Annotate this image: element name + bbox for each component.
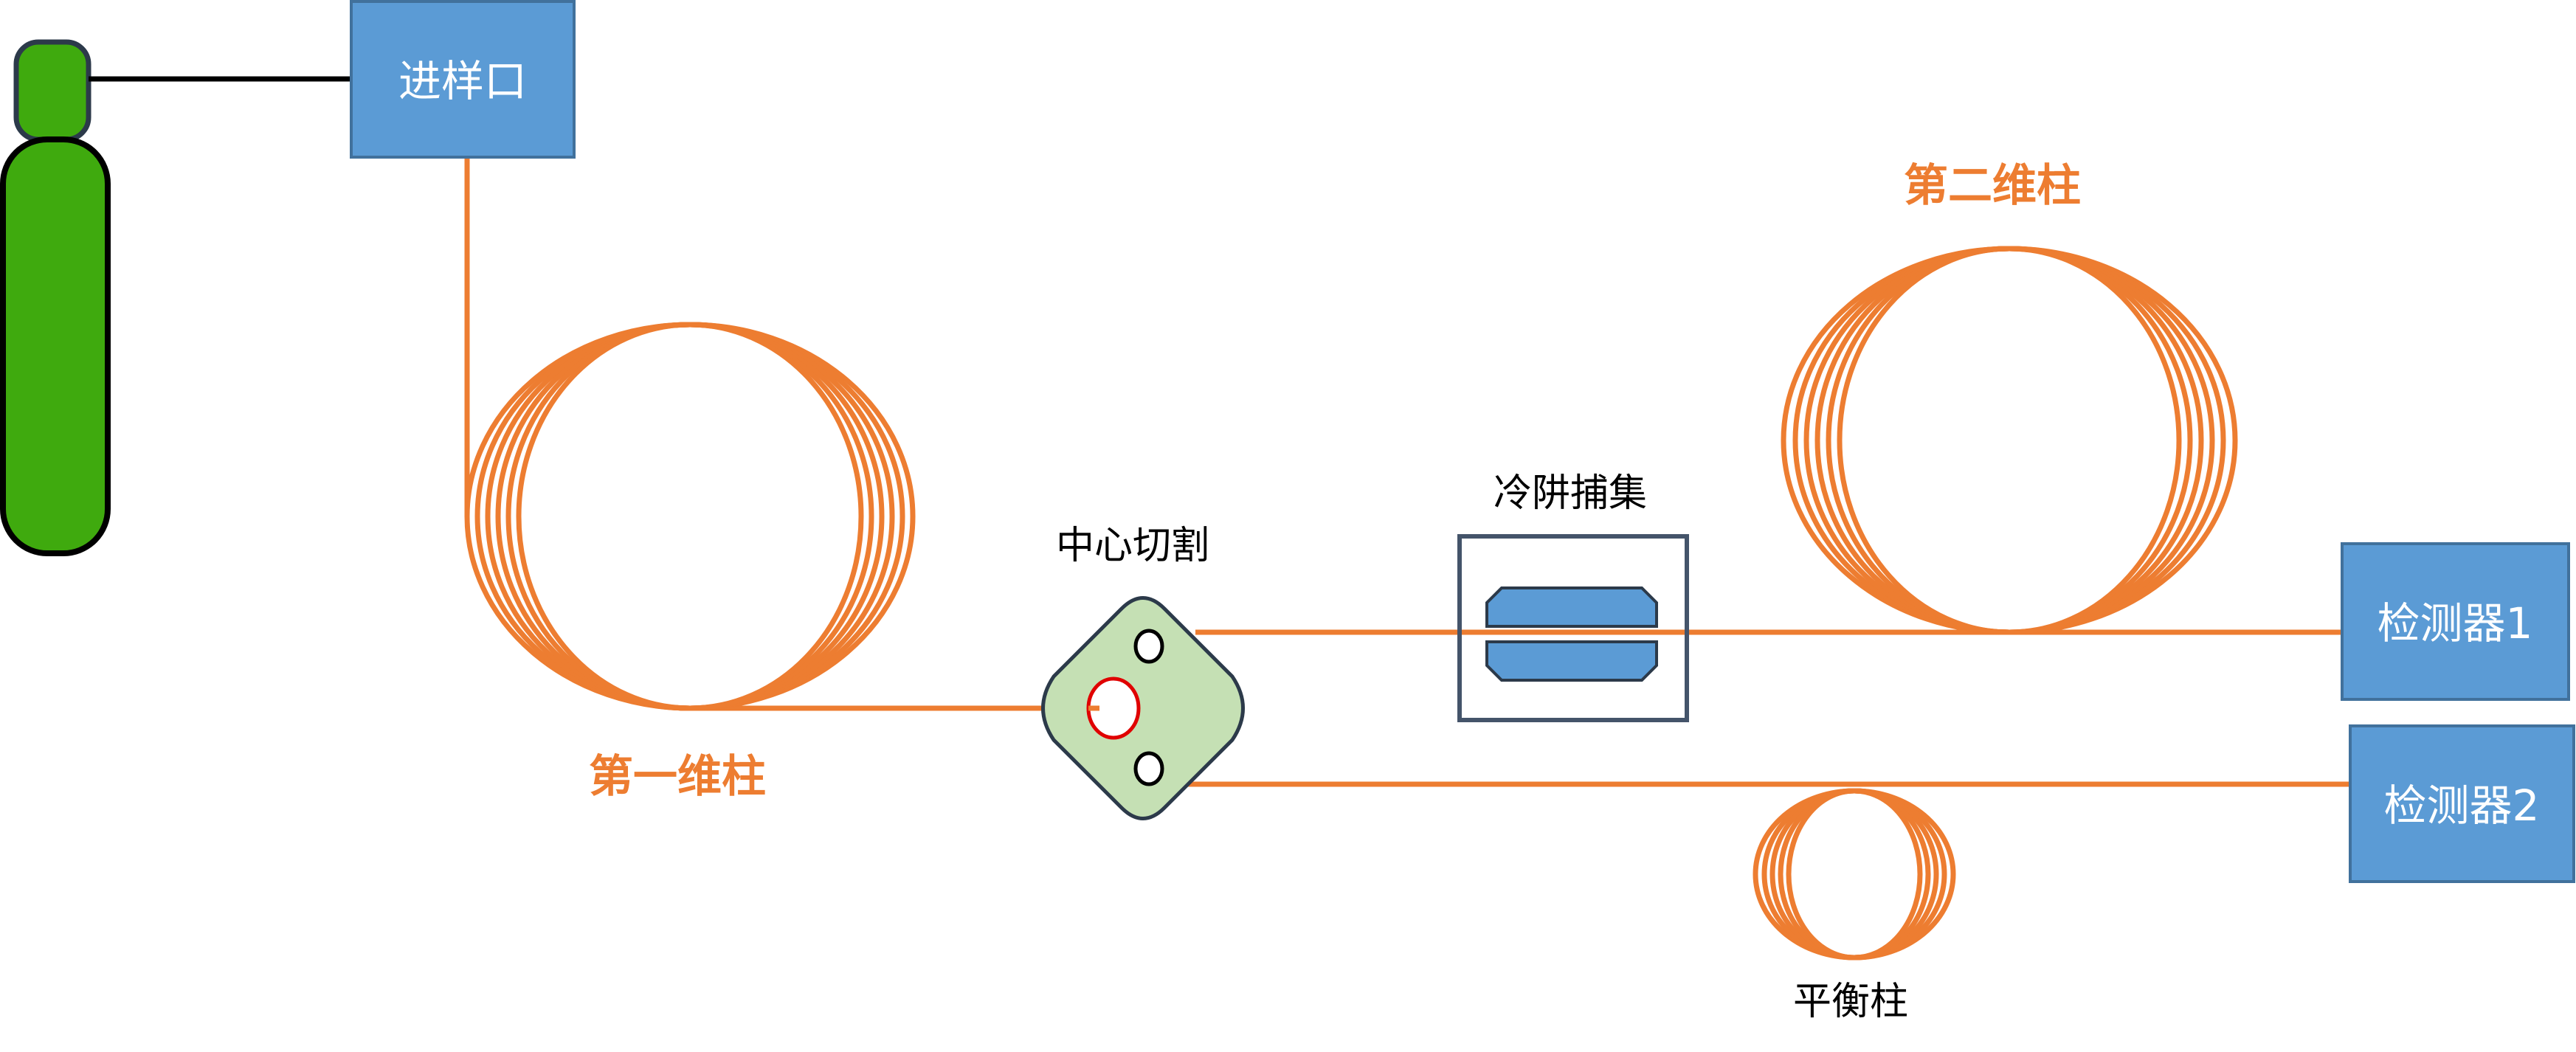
cold-trap-label: 冷阱捕集	[1494, 471, 1647, 516]
cold-trap-frame	[1457, 534, 1689, 722]
gas-cylinder-body	[0, 136, 111, 556]
valve-port-top	[1133, 629, 1164, 664]
balance-column-coil	[1753, 788, 1956, 961]
valve-port-bottom	[1133, 751, 1164, 786]
detector-1: 检测器1	[2341, 542, 2570, 701]
gas-cylinder	[0, 39, 111, 556]
detector-2: 检测器2	[2349, 724, 2575, 883]
detector-2-label: 检测器2	[2384, 781, 2540, 831]
column-2-coil	[1781, 246, 2238, 635]
cold-trap-block-top	[1485, 586, 1658, 628]
column-1-coil	[464, 322, 916, 711]
gas-cylinder-valve	[13, 39, 91, 142]
injector-label: 进样口	[398, 56, 527, 106]
column-1-label: 第一维柱	[589, 751, 766, 803]
heart-cut-valve-body	[1041, 596, 1245, 820]
detector-1-label: 检测器1	[2378, 598, 2533, 648]
column-2-label: 第二维柱	[1904, 160, 2081, 212]
tubing	[464, 157, 2350, 787]
balance-column-label: 平衡柱	[1793, 980, 1908, 1024]
injector: 进样口	[350, 0, 576, 159]
cold-trap	[1457, 534, 1689, 722]
cold-trap-block-bottom	[1485, 640, 1658, 682]
detector-1-box	[2341, 542, 2570, 701]
heart-cut-valve	[1041, 596, 1245, 820]
heart-cut-label: 中心切割	[1056, 524, 1209, 568]
injector-box	[350, 0, 576, 159]
detector-2-box	[2349, 724, 2575, 883]
